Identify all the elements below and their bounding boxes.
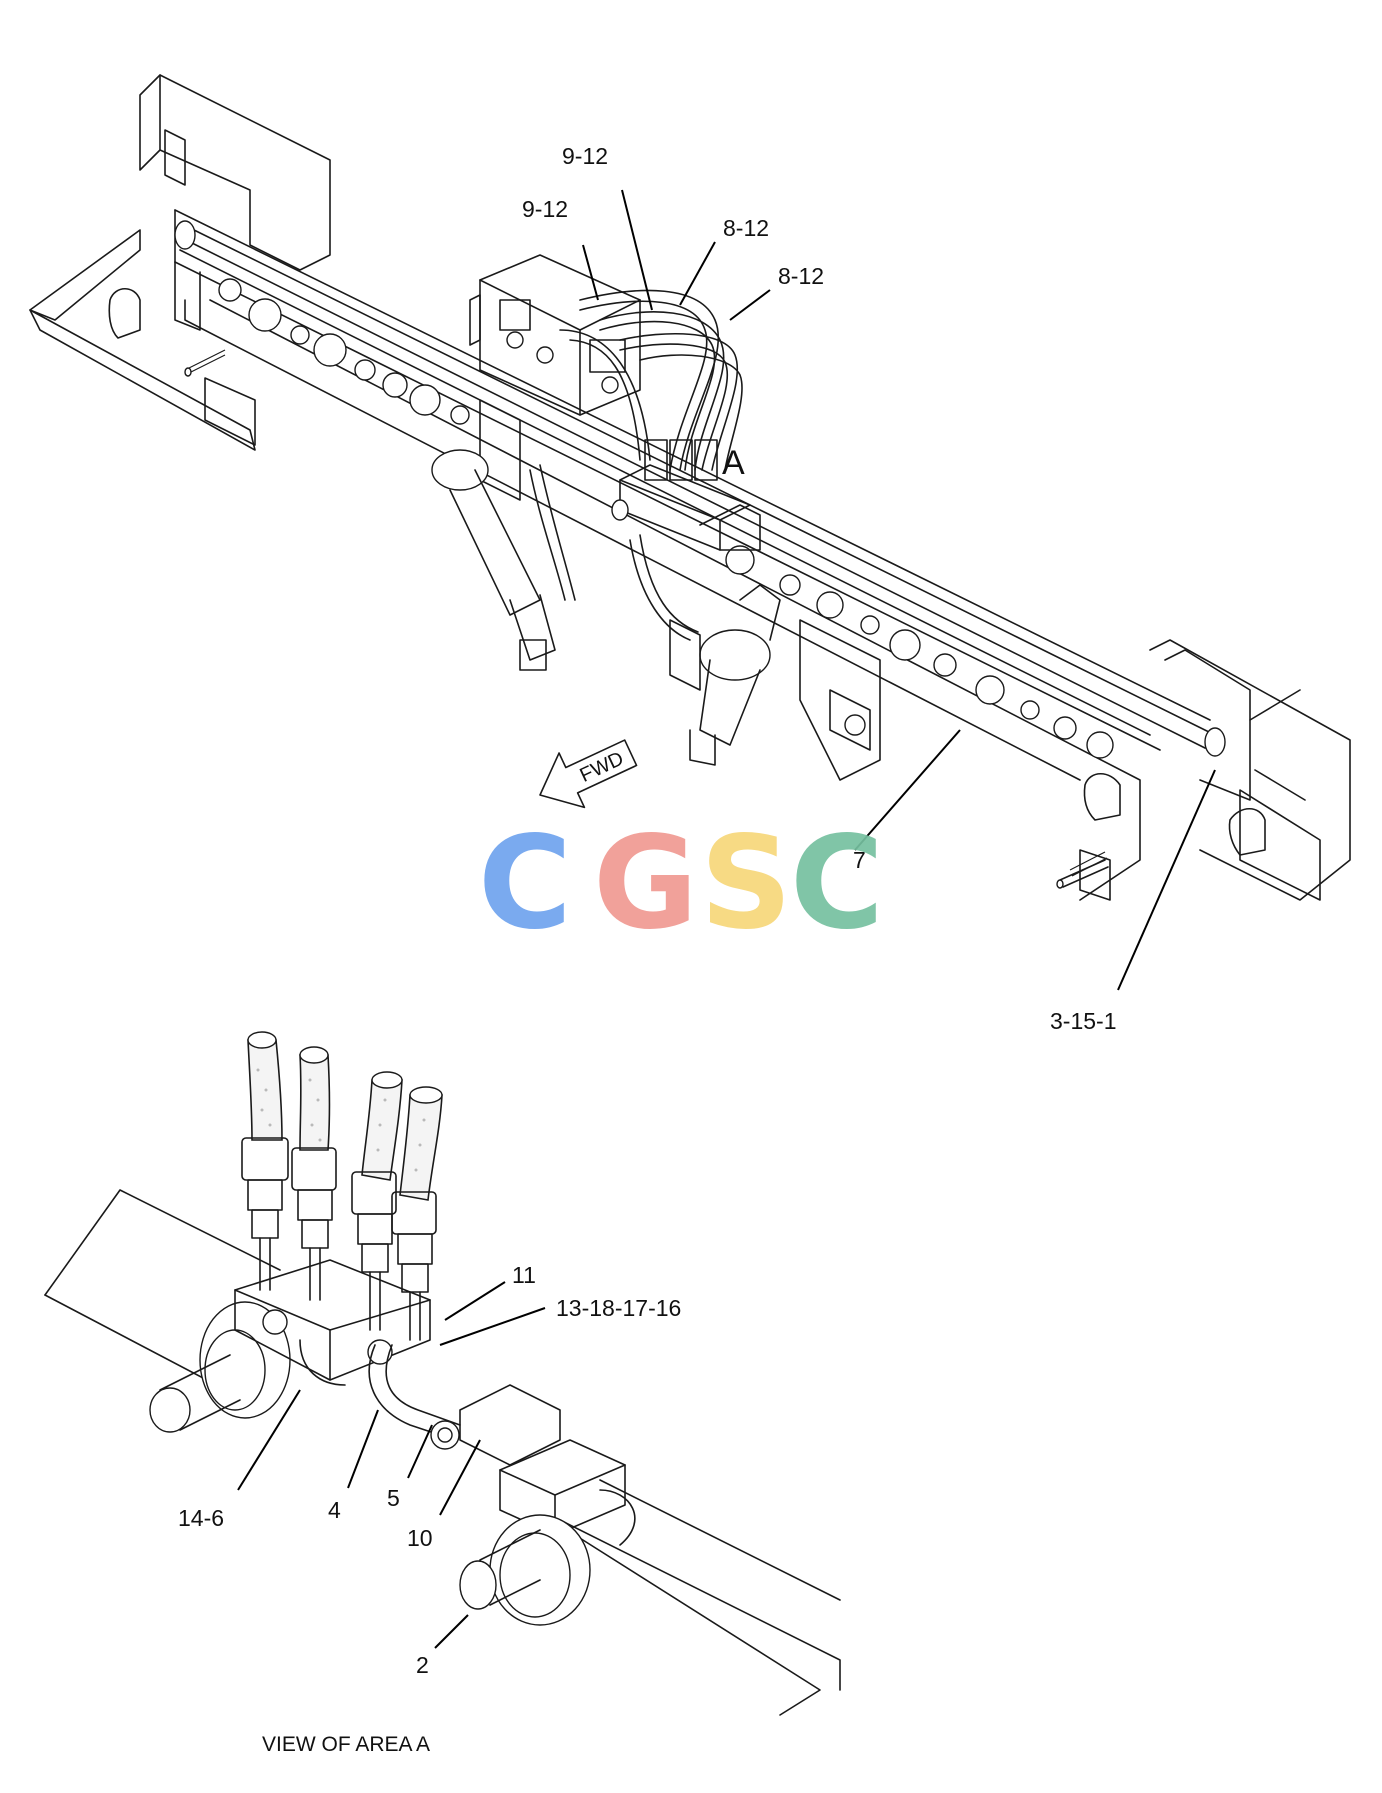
detail-hoses [247, 1031, 443, 1201]
detail-view-area-a [44, 1031, 841, 1716]
callout-13-18-17-16: 13-18-17-16 [556, 1295, 681, 1321]
detail-callouts: 11 13-18-17-16 14-6 4 5 10 2 VIEW OF ARE… [178, 1262, 681, 1756]
leader-5 [407, 1424, 433, 1479]
leader-7 [854, 729, 961, 851]
callout-9-12-upper: 9-12 [562, 143, 608, 169]
callout-8-12-lower: 8-12 [778, 263, 824, 289]
callout-4: 4 [328, 1497, 341, 1523]
left-cylinder [431, 449, 576, 671]
watermark-letter-3: S [700, 809, 792, 958]
top-callouts: 9-12 9-12 8-12 8-12 7 3-15-1 [522, 143, 1116, 1034]
control-valve [469, 254, 641, 416]
leader-13-18-17-16 [439, 1307, 546, 1346]
beam-holes [218, 278, 1114, 759]
callout-14-6: 14-6 [178, 1505, 224, 1531]
leader-10 [439, 1439, 481, 1516]
right-cylinder-mount [799, 619, 881, 781]
leader-8-12-b [729, 289, 771, 321]
hose-bundle [559, 289, 743, 481]
callout-8-12-upper: 8-12 [723, 215, 769, 241]
center-cylinder [629, 534, 781, 766]
leader-8-12-a [679, 241, 716, 306]
leader-9-12-a [582, 244, 599, 301]
callout-5: 5 [387, 1485, 400, 1511]
leader-3-15-1 [1117, 769, 1216, 991]
leader-14-6 [237, 1389, 301, 1491]
right-frame-bracket [1069, 639, 1351, 901]
junction-block [611, 464, 761, 551]
hose-fittings [241, 1137, 437, 1341]
leader-11 [444, 1281, 506, 1321]
watermark-letter-2: G [593, 809, 698, 958]
pins [184, 367, 1109, 889]
fwd-direction-arrow: FWD [539, 739, 638, 809]
hose-texture [256, 1068, 426, 1172]
watermark-letter-1: C [478, 809, 572, 958]
frame-rail [174, 209, 1226, 901]
left-frame-bracket [29, 74, 331, 451]
area-a-marker: A [722, 444, 745, 482]
leader-4 [347, 1409, 379, 1489]
callout-3-15-1: 3-15-1 [1050, 1008, 1116, 1034]
callout-10: 10 [407, 1525, 433, 1551]
leader-2 [434, 1614, 469, 1649]
watermark-letter-4: C [790, 809, 884, 958]
cgsc-watermark: C G S C [478, 809, 884, 958]
top-leaders [582, 189, 1216, 991]
leader-9-12-b [621, 189, 653, 311]
callout-7: 7 [853, 847, 866, 873]
detail-caption: VIEW OF AREA A [262, 1733, 430, 1756]
detail-leaders [237, 1281, 546, 1649]
callout-9-12-lower: 9-12 [522, 196, 568, 222]
callout-2: 2 [416, 1652, 429, 1678]
main-assembly: FWD A [29, 74, 1351, 901]
callout-11: 11 [512, 1262, 536, 1288]
